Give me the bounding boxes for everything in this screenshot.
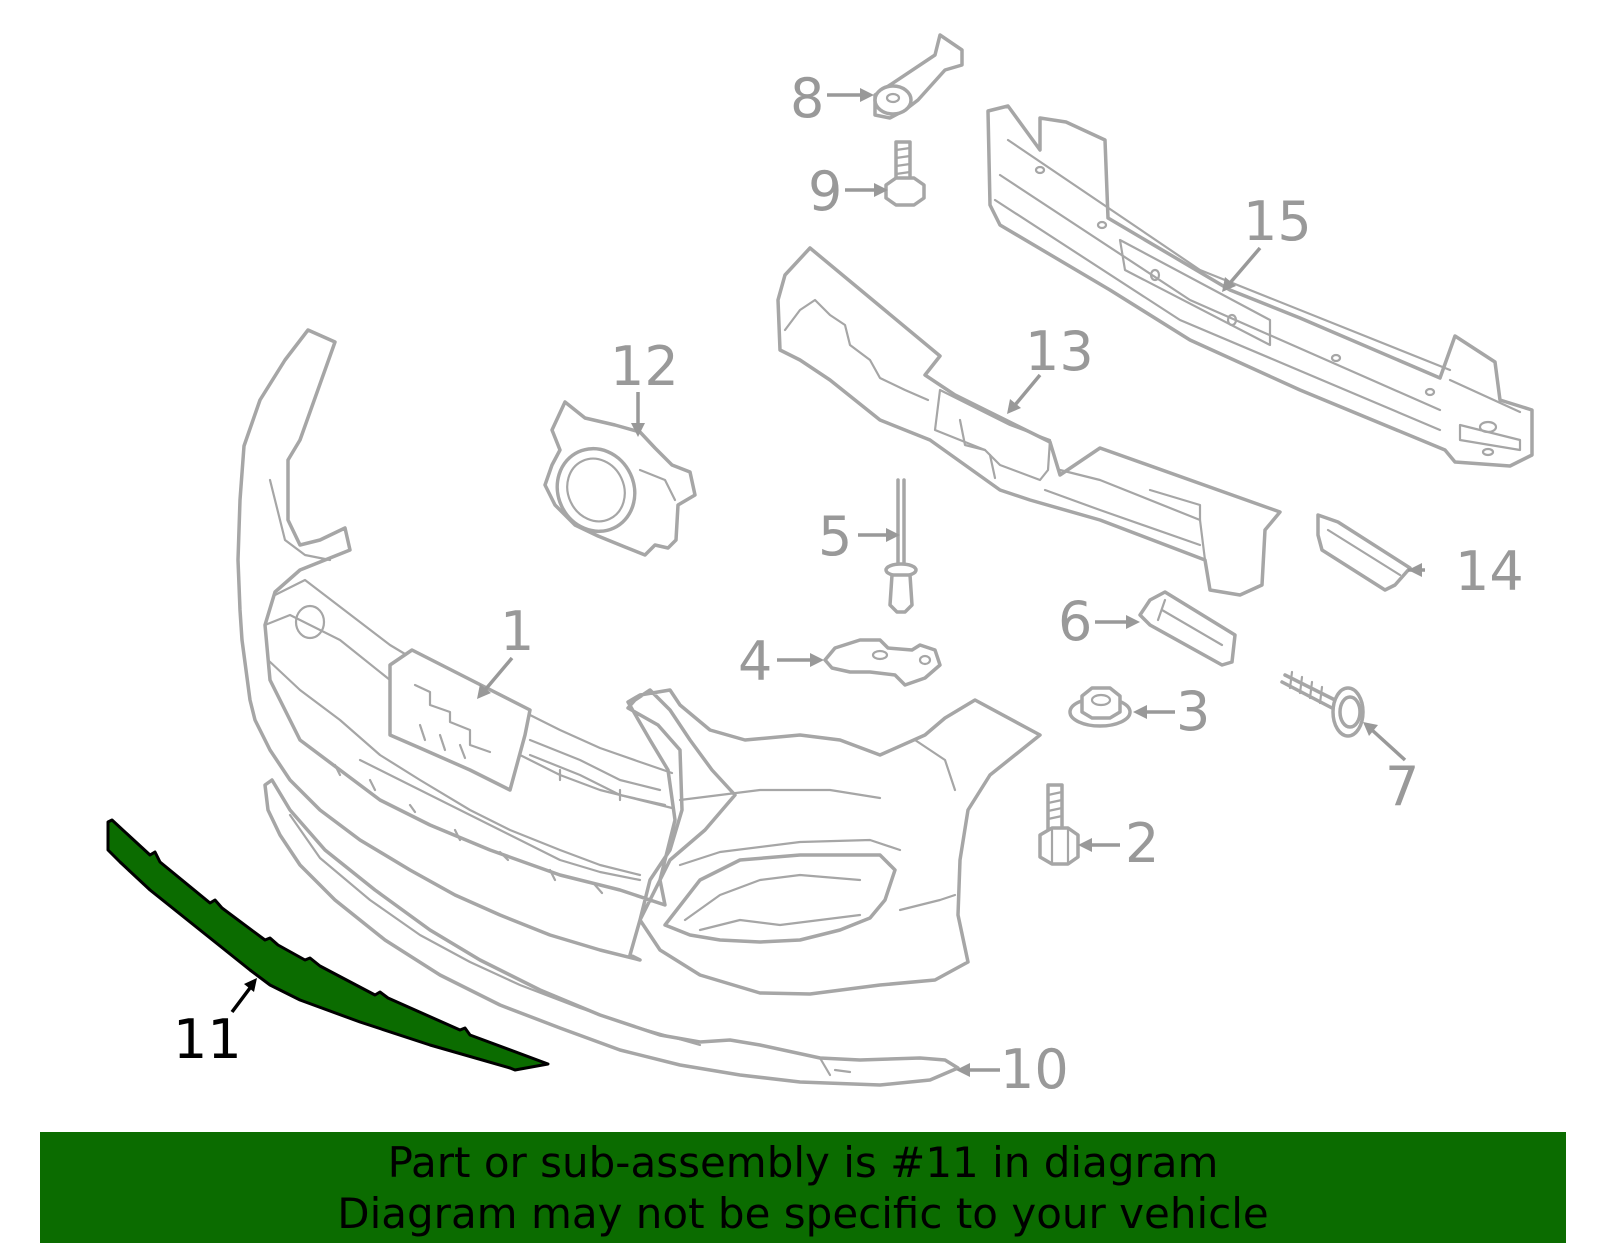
callout-labels: 8 9 15 13 12 1 5 4 6 3 14 7 2 10 11 xyxy=(173,67,1524,1101)
callout-5: 5 xyxy=(818,505,852,568)
part-5-rivet xyxy=(884,478,918,614)
callout-4: 4 xyxy=(738,630,772,693)
parts-diagram: 8 9 15 13 12 1 5 4 6 3 14 7 2 10 11 xyxy=(106,33,1534,1101)
banner-line-2: Diagram may not be specific to your vehi… xyxy=(337,1189,1269,1238)
part-11-highlighted-trim xyxy=(106,818,550,1072)
part-12-fog-lamp-bracket xyxy=(543,400,697,557)
leader-arrows xyxy=(230,88,1425,1077)
part-4-bracket xyxy=(823,638,942,687)
part-15-reinforcement-beam xyxy=(986,104,1534,468)
part-7-screw xyxy=(1280,670,1365,738)
callout-15: 15 xyxy=(1243,190,1312,253)
part-1-bumper-cover xyxy=(236,328,1042,996)
part-9-bolt xyxy=(884,140,926,207)
part-3-nut xyxy=(1068,686,1132,728)
part-14-clip xyxy=(1316,513,1412,592)
part-6-clip xyxy=(1138,590,1237,667)
callout-3: 3 xyxy=(1176,680,1210,743)
part-2-bolt xyxy=(1038,783,1080,866)
part-8-bracket xyxy=(873,33,964,120)
callout-7: 7 xyxy=(1385,755,1419,818)
part-10-lower-lip xyxy=(263,778,960,1087)
callout-2: 2 xyxy=(1125,812,1159,875)
part-13-energy-absorber xyxy=(776,246,1282,597)
callout-11: 11 xyxy=(173,1008,242,1071)
callout-10: 10 xyxy=(1000,1038,1069,1101)
callout-14: 14 xyxy=(1455,540,1524,603)
banner-line-1: Part or sub-assembly is #11 in diagram xyxy=(387,1138,1219,1187)
callout-6: 6 xyxy=(1058,590,1092,653)
callout-9: 9 xyxy=(808,160,842,223)
info-banner: Part or sub-assembly is #11 in diagram D… xyxy=(40,1132,1566,1243)
callout-8: 8 xyxy=(790,67,824,130)
callout-13: 13 xyxy=(1025,320,1094,383)
callout-12: 12 xyxy=(610,335,679,398)
callout-1: 1 xyxy=(500,600,534,663)
